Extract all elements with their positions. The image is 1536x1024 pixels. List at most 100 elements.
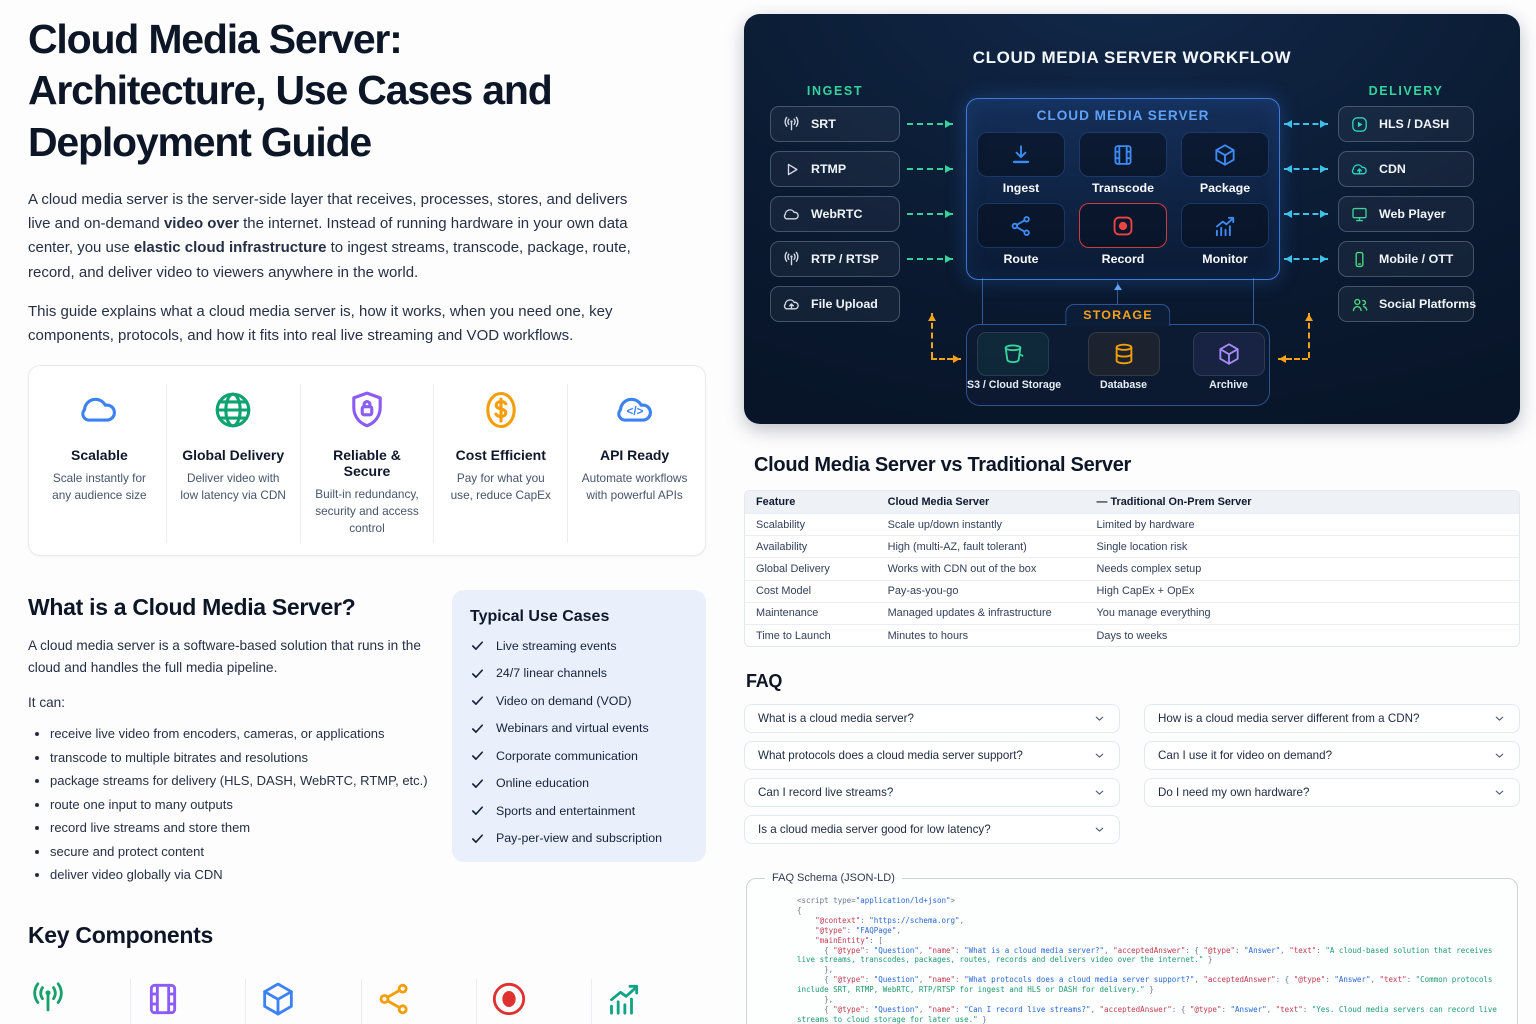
faq-item[interactable]: Can I record live streams? bbox=[744, 778, 1120, 808]
use-case-label: Pay-per-view and subscription bbox=[496, 831, 662, 846]
storage-box: STORAGE S3 / Cloud Storage Database Arch… bbox=[966, 304, 1270, 406]
server-box-title: CLOUD MEDIA SERVER bbox=[1036, 108, 1210, 123]
capability-item: receive live video from encoders, camera… bbox=[50, 726, 440, 741]
table-cell: You manage everything bbox=[1085, 601, 1519, 625]
server-module-package: Package bbox=[1181, 132, 1269, 195]
node-label: RTMP bbox=[811, 162, 847, 176]
ingest-arrow bbox=[907, 165, 953, 173]
intro-paragraph: A cloud media server is the server-side … bbox=[28, 190, 631, 281]
feature-desc: Automate workflows with powerful APIs bbox=[581, 470, 688, 502]
use-case-label: 24/7 linear channels bbox=[496, 666, 607, 681]
capability-item: deliver video globally via CDN bbox=[50, 867, 440, 882]
capability-list: receive live video from encoders, camera… bbox=[28, 726, 440, 882]
chevron-down-icon bbox=[1095, 790, 1104, 795]
orange-path-right-arrow bbox=[1278, 355, 1308, 363]
check-icon bbox=[472, 641, 483, 651]
download-icon bbox=[1012, 144, 1030, 163]
feature-card-4: </> API Ready Automate workflows with po… bbox=[568, 384, 701, 543]
what-it-can: It can: bbox=[28, 695, 66, 711]
chevron-down-icon bbox=[1095, 716, 1104, 721]
key-components-heading: Key Components bbox=[28, 922, 213, 949]
storage-tile bbox=[1087, 332, 1160, 376]
faq-grid: What is a cloud media server? What proto… bbox=[744, 704, 1520, 852]
component-card: Routing & Outputs Sends one input to mul… bbox=[374, 979, 477, 1024]
share-icon bbox=[379, 983, 408, 1015]
intro-bold: video over bbox=[163, 215, 239, 233]
faq-schema-panel: FAQ Schema (JSON-LD) <script type="appli… bbox=[746, 872, 1518, 1024]
record-square-icon bbox=[1113, 216, 1133, 235]
use-case-label: Live streaming events bbox=[496, 638, 617, 653]
node-label: File Upload bbox=[811, 297, 878, 311]
use-case-item: Video on demand (VOD) bbox=[470, 693, 688, 708]
faq-item[interactable]: How is a cloud media server different fr… bbox=[1144, 704, 1520, 734]
chevron-down-icon bbox=[1495, 753, 1504, 758]
module-tile bbox=[977, 203, 1065, 248]
faq-item[interactable]: What protocols does a cloud media server… bbox=[744, 741, 1120, 771]
table-cell: Scalability bbox=[745, 512, 877, 536]
delivery-arrow bbox=[1284, 165, 1328, 173]
module-tile bbox=[1181, 203, 1269, 248]
node-label: RTP / RTSP bbox=[811, 252, 879, 266]
antenna-icon bbox=[33, 982, 63, 1012]
feature-title: Reliable & Secure bbox=[333, 446, 401, 479]
node-hls-dash: HLS / DASH bbox=[1338, 106, 1474, 142]
cloud-code-icon: </> bbox=[616, 397, 652, 422]
use-case-item: Webinars and virtual events bbox=[470, 721, 688, 736]
storage-items: S3 / Cloud Storage Database Archive bbox=[967, 332, 1269, 391]
intro-bold: elastic cloud infrastructure bbox=[133, 239, 327, 257]
faq-item[interactable]: Can I use it for video on demand? bbox=[1144, 741, 1520, 771]
node-cdn: CDN bbox=[1338, 151, 1474, 187]
capability-item: record live streams and store them bbox=[50, 820, 440, 835]
table-cell: Global Delivery bbox=[745, 557, 877, 581]
faq-item[interactable]: What is a cloud media server? bbox=[744, 704, 1120, 734]
storage-label: STORAGE bbox=[1065, 304, 1171, 326]
chevron-down-icon bbox=[1495, 790, 1504, 795]
intro-paragraph-2: This guide explains what a cloud media s… bbox=[28, 302, 613, 345]
table-header-cell: Cloud Media Server bbox=[876, 491, 1086, 514]
table-header-cell: — Traditional On-Prem Server bbox=[1085, 491, 1519, 514]
table-cell: Minutes to hours bbox=[876, 623, 1086, 647]
table-cell: High CapEx + OpEx bbox=[1085, 579, 1519, 603]
use-case-item: 24/7 linear channels bbox=[470, 666, 688, 681]
component-card: Transcoding Engine Creates multiple bitr… bbox=[143, 979, 247, 1024]
table-cell: Time to Launch bbox=[745, 623, 877, 647]
table-cell: Needs complex setup bbox=[1085, 557, 1519, 581]
chevron-down-icon bbox=[1095, 753, 1104, 758]
module-label: Monitor bbox=[1202, 252, 1248, 266]
antenna-icon bbox=[784, 116, 799, 130]
server-module-record: Record bbox=[1079, 203, 1167, 266]
table-cell: Cost Model bbox=[745, 579, 877, 603]
key-components-section: Key Components Ingest Module Accepts str… bbox=[28, 922, 706, 1024]
module-tile bbox=[1079, 132, 1167, 177]
globe-icon bbox=[215, 392, 251, 427]
node-label: SRT bbox=[811, 117, 836, 131]
table-cell: Maintenance bbox=[745, 601, 877, 625]
orange-path-left-arrow bbox=[931, 355, 961, 363]
check-icon bbox=[472, 724, 483, 733]
play-icon bbox=[787, 163, 798, 175]
node-label: CDN bbox=[1379, 162, 1406, 176]
use-cases-list: Live streaming events 24/7 linear channe… bbox=[470, 638, 688, 846]
check-icon bbox=[472, 834, 483, 843]
use-case-item: Pay-per-view and subscription bbox=[470, 831, 688, 846]
faq-item[interactable]: Do I need my own hardware? bbox=[1144, 778, 1520, 808]
use-case-label: Video on demand (VOD) bbox=[496, 693, 632, 708]
faq-heading: FAQ bbox=[746, 671, 783, 692]
faq-question: Can I use it for video on demand? bbox=[1158, 749, 1333, 763]
orange-path-right-up bbox=[1305, 313, 1313, 358]
phone-icon bbox=[1355, 251, 1364, 267]
table-header-cell: Feature bbox=[745, 491, 877, 514]
cloud-icon bbox=[81, 397, 117, 422]
faq-item[interactable]: Is a cloud media server good for low lat… bbox=[744, 815, 1120, 845]
left-column: Cloud Media Server: Architecture, Use Ca… bbox=[28, 6, 706, 1024]
feature-card-1: Global Delivery Deliver video with low l… bbox=[167, 383, 301, 543]
check-icon bbox=[472, 696, 483, 706]
page-title: Cloud Media Server: Architecture, Use Ca… bbox=[28, 16, 553, 165]
share-icon bbox=[1011, 215, 1030, 236]
play-circle-icon bbox=[1352, 116, 1367, 132]
module-label: Route bbox=[1003, 252, 1039, 266]
connector-line-right bbox=[1253, 278, 1254, 324]
record-dot-icon bbox=[492, 982, 525, 1016]
component-card: Monitoring Tracks stream health, bitrate… bbox=[604, 979, 706, 1024]
